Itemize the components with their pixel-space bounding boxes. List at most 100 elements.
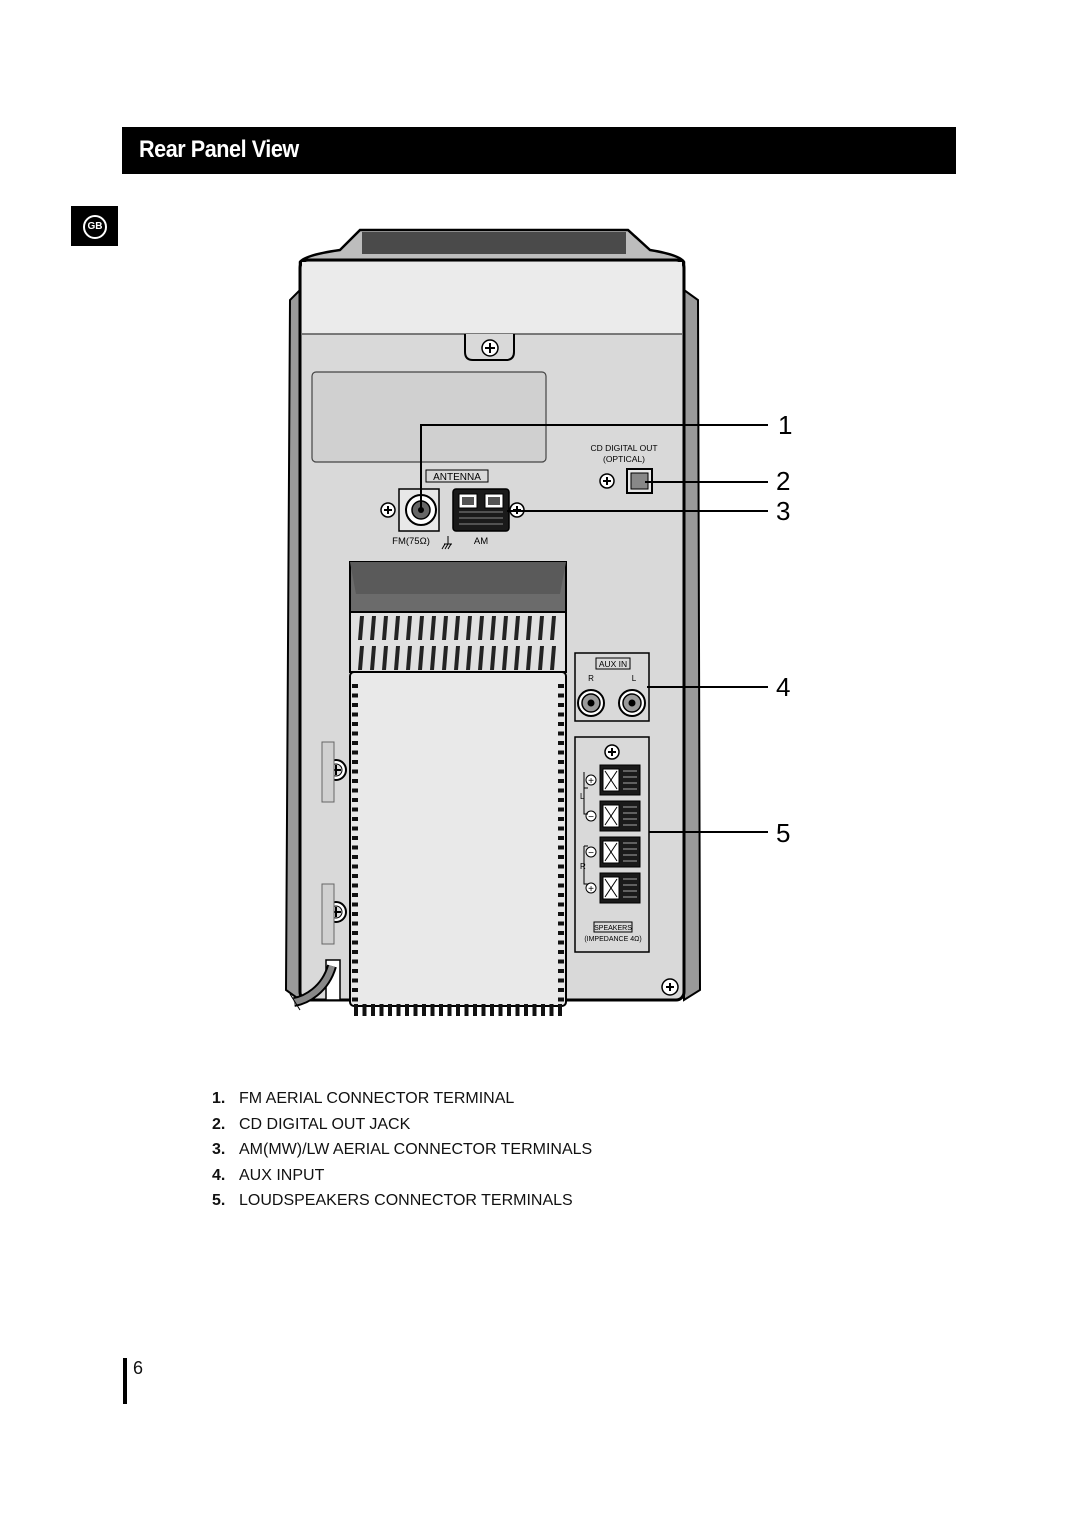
heatsink-fin: [558, 855, 564, 859]
terminal-mark: [604, 806, 618, 826]
screw-icon: [599, 473, 615, 489]
terminal-ridges: [623, 842, 637, 862]
legend-item: 2.CD DIGITAL OUT JACK: [212, 1115, 411, 1133]
heatsink-fin: [379, 1004, 384, 1016]
heatsink-fin: [352, 807, 358, 812]
vent-slot: [442, 646, 448, 670]
heatsink-fin: [558, 769, 564, 774]
aux-in-label: AUX IN: [599, 659, 627, 669]
heatsink-fin: [352, 893, 358, 897]
heatsink-fin: [558, 817, 564, 821]
heatsink-fin: [352, 693, 358, 698]
vent-slot: [478, 616, 484, 640]
language-tab: GB: [71, 206, 118, 246]
polarity-sign: +: [588, 884, 594, 895]
speaker-terminals[interactable]: +−−+: [585, 764, 641, 904]
heatsink-fin: [352, 931, 358, 935]
vent-slot: [454, 646, 460, 670]
heatsink-fin: [352, 883, 358, 888]
handle-grip: [362, 232, 626, 254]
vent-slot: [442, 616, 448, 640]
heatsink-fin: [352, 950, 358, 954]
heatsink-fin: [498, 1004, 503, 1016]
heatsink-fin: [558, 760, 564, 764]
aux-in-left-jack[interactable]: [618, 689, 646, 717]
heatsink-fin: [558, 864, 564, 869]
polarity-sign: −: [588, 848, 594, 859]
am-aerial-terminals[interactable]: [452, 488, 510, 532]
heatsink-fin: [352, 959, 358, 964]
minus-icon: [585, 846, 597, 858]
legend-item: 1.FM AERIAL CONNECTOR TERMINAL: [212, 1090, 515, 1107]
vent-slot: [538, 616, 544, 640]
heatsink-fin: [439, 1004, 443, 1016]
heatsink-fin: [352, 864, 358, 869]
heatsink-fin: [558, 874, 564, 878]
heatsink-fin: [422, 1004, 426, 1016]
heatsink-fin: [558, 693, 564, 698]
speaker-r-label: R: [580, 862, 586, 871]
heatsink-fin: [524, 1004, 528, 1016]
power-cord: [289, 959, 341, 1011]
vent-slot: [382, 616, 388, 640]
aux-in-right-jack[interactable]: [577, 689, 605, 717]
heatsink-fin: [473, 1004, 477, 1016]
heatsink-fin: [558, 902, 564, 907]
heatsink-fin: [352, 750, 358, 755]
callout-4: 4: [776, 672, 790, 702]
heatsink-fin: [352, 826, 358, 831]
vent-slot: [382, 646, 388, 670]
connector-legend: 1.FM AERIAL CONNECTOR TERMINAL 2.CD DIGI…: [212, 1086, 592, 1214]
callout-3: 3: [776, 496, 790, 526]
vent-slot: [550, 616, 556, 640]
impedance-label: (IMPEDANCE 4Ω): [584, 936, 641, 943]
heatsink-fin: [558, 912, 564, 916]
fm-aerial-connector[interactable]: [398, 488, 440, 532]
heatsink-fin: [352, 712, 358, 717]
heatsink-fin: [558, 779, 564, 783]
plus-icon: [585, 882, 597, 894]
terminal-mark: [604, 842, 618, 862]
upper-panel: [302, 262, 682, 334]
heatsink-fin: [490, 1004, 494, 1016]
heatsink-fin: [352, 731, 358, 736]
vent-slot: [502, 646, 508, 670]
callout-lines: [420, 424, 768, 833]
fins-right: [558, 684, 564, 1002]
plus-icon: [585, 774, 597, 786]
heatsink-fin: [549, 1004, 554, 1016]
heatsink-fin: [352, 855, 358, 859]
heatsink-fin: [352, 978, 358, 983]
vent-slot: [502, 616, 508, 640]
callout-5: 5: [776, 818, 790, 848]
heatsink-fin: [352, 902, 358, 907]
vent-slot: [406, 646, 412, 670]
antenna-label: ANTENNA: [433, 472, 481, 483]
callout-2: 2: [776, 466, 790, 496]
heatsink-fin: [558, 750, 564, 755]
page-title: Rear Panel View: [139, 136, 299, 163]
heatsink-fin: [352, 988, 358, 992]
vent-slot: [430, 646, 436, 670]
vent-slot: [514, 646, 520, 670]
vent-slot: [430, 616, 436, 640]
heatsink-fin: [558, 988, 564, 992]
legend-item: 3.AM(MW)/LW AERIAL CONNECTOR TERMINALS: [212, 1141, 593, 1158]
heatsink-fin: [464, 1004, 469, 1016]
fins-bottom: [354, 1004, 562, 1016]
heatsink-fin: [352, 940, 358, 945]
heatsink-fin: [352, 703, 358, 707]
vent-slots: [358, 616, 556, 670]
transformer-cover: [349, 671, 567, 1007]
heatsink-fin: [405, 1004, 409, 1016]
heatsink-fin: [352, 779, 358, 783]
heatsink-fin: [558, 1004, 562, 1016]
vent-slot: [370, 616, 376, 640]
terminal-mark: [604, 770, 618, 790]
heatsink-fin: [352, 912, 358, 916]
heatsink-fin: [362, 1004, 367, 1016]
vent-slot: [526, 646, 532, 670]
heatsink-fin: [447, 1004, 452, 1016]
callout-1: 1: [778, 410, 792, 440]
vent-slot: [454, 616, 460, 640]
